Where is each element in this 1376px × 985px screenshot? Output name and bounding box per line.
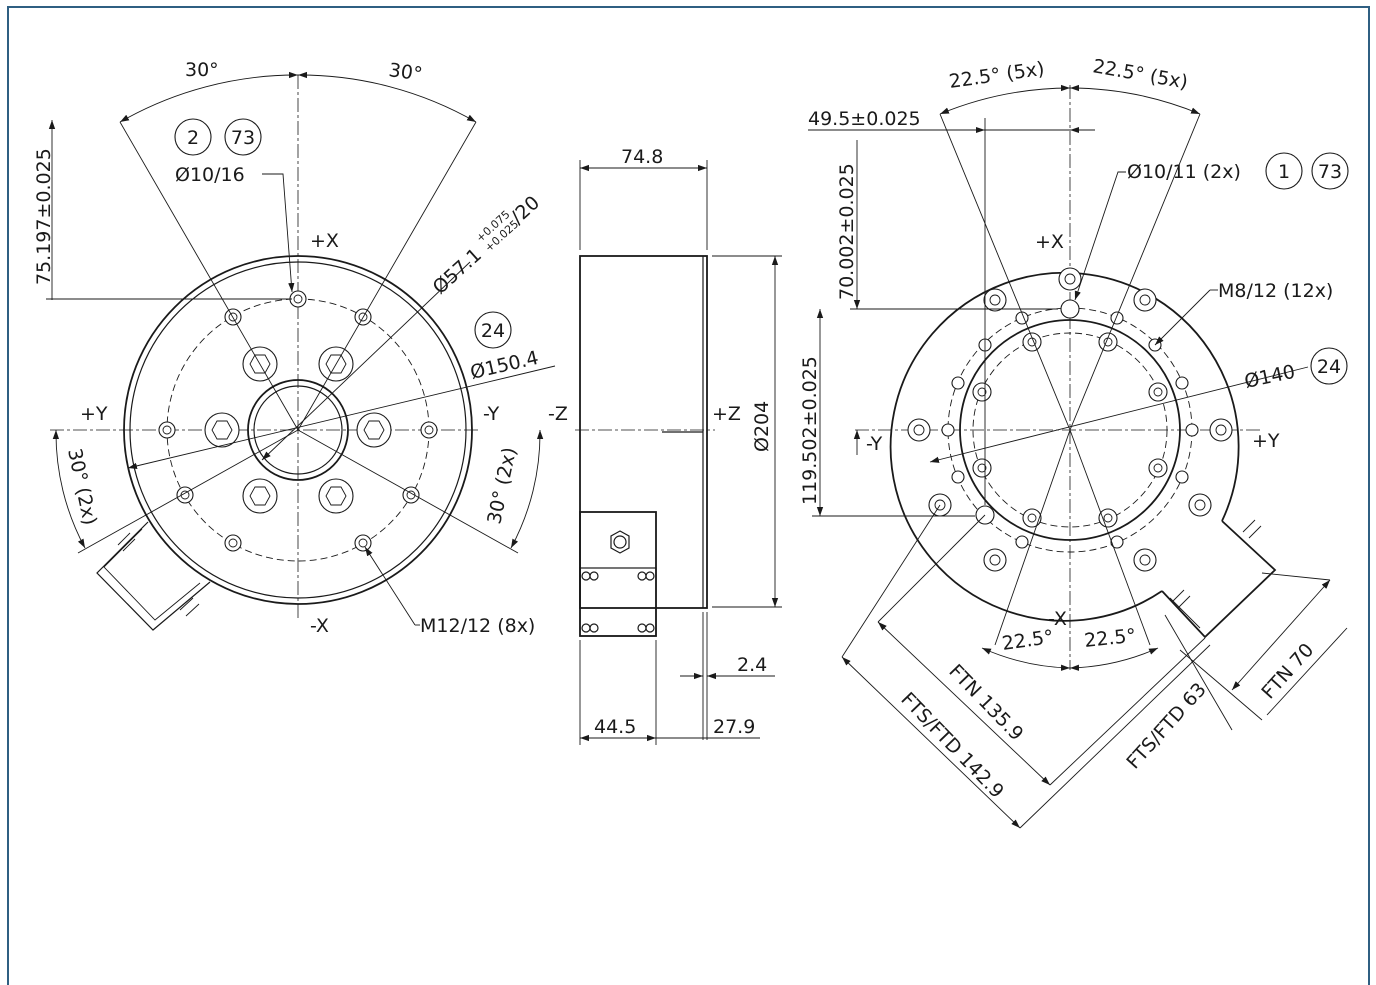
right-axis-pos-x: +X (1035, 231, 1064, 253)
right-angle-top-left: 22.5° (5x) (948, 58, 1046, 93)
right-bubble-73 (1311, 152, 1349, 190)
left-angle-bottom-right: 30° (2x) (483, 445, 521, 526)
right-angle-arc-right (1069, 84, 1201, 115)
right-angle-ext-left (939, 113, 1071, 431)
left-axis-neg-x: -X (310, 615, 329, 637)
left-thread-callout: M12/12 (8x) (420, 615, 535, 637)
right-hole-leader (1074, 171, 1126, 301)
right-axis-neg-x: -X (1048, 608, 1067, 630)
left-bubble-24-label: 24 (481, 320, 505, 342)
side-body (579, 255, 708, 609)
side-connector-nut-center (613, 535, 627, 549)
right-thread-callout: M8/12 (12x) (1218, 280, 1333, 302)
right-diameter-leader (929, 366, 1309, 463)
right-diameter: Ø140 (1242, 361, 1297, 393)
side-axis-neg-z: -Z (548, 403, 568, 425)
side-view: 74.8 -Z +Z Ø204 2.4 44.5 27.9 (548, 146, 782, 745)
right-bubble-24 (1310, 347, 1348, 385)
right-fts142-dim-line (841, 656, 1021, 829)
left-bubble-73-label: 73 (231, 127, 255, 149)
side-small-dim: 2.4 (737, 654, 767, 676)
right-bottom-angle-ext-left (994, 429, 1071, 646)
side-diameter: Ø204 (751, 401, 773, 452)
left-angle-bottom-right-ext (297, 429, 519, 554)
side-axis-pos-z: +Z (712, 403, 741, 425)
left-axis-pos-y: +Y (80, 403, 108, 425)
right-bubble-24-label: 24 (1317, 356, 1341, 378)
right-fts-ext-2 (841, 504, 941, 658)
side-connector-lower (579, 567, 657, 637)
side-connector (579, 511, 657, 637)
drawing-frame (7, 6, 1370, 985)
right-thread-leader (1154, 289, 1211, 346)
side-bottom-right: 27.9 (713, 716, 755, 738)
right-angle-top-right: 22.5° (5x) (1091, 55, 1189, 93)
right-fts-63: FTS/FTD 63 (1122, 679, 1210, 774)
left-axis-neg-y: -Y (483, 403, 500, 425)
right-bubble-1 (1265, 152, 1303, 190)
side-bottom-left: 44.5 (594, 716, 636, 738)
right-fts63-ext-a (1164, 614, 1233, 731)
right-vertical-short: 70.002±0.025 (836, 163, 858, 300)
left-angle-bottom-right-arc (510, 429, 544, 549)
left-angle-top-right: 30° (387, 59, 423, 85)
right-ftn70-ext-a (1261, 572, 1331, 581)
right-bottom-angle-ext-right (1069, 429, 1151, 646)
right-angle-arc-left (939, 84, 1071, 115)
left-angle-top-left: 30° (185, 59, 219, 81)
right-ftn-70: FTN 70 (1257, 639, 1318, 703)
right-offset-dim: 49.5±0.025 (808, 108, 921, 130)
right-vertical-long: 119.502±0.025 (799, 356, 821, 505)
right-angle-bottom-left: 22.5° (1001, 626, 1055, 655)
right-ftn70-dim-line (1231, 579, 1331, 691)
right-ftn135-ext (1049, 637, 1206, 786)
left-bolts (204, 346, 392, 514)
right-ftn70-ext-b (1266, 627, 1348, 716)
right-angle-bottom-right: 22.5° (1083, 625, 1137, 652)
right-fts-ext-1 (877, 514, 986, 623)
right-bottom-angle-arc-right (1069, 647, 1159, 671)
right-bolts (907, 267, 1233, 572)
side-connector-nut (610, 530, 630, 554)
left-bubble-24 (474, 311, 512, 349)
left-bubble-73 (224, 118, 262, 156)
left-connector-housing (96, 521, 211, 631)
right-angle-ext-right (1069, 113, 1201, 431)
right-axis-pos-y: +Y (1252, 430, 1280, 452)
left-angle-dimension-top (119, 71, 477, 431)
side-width-top: 74.8 (621, 146, 663, 168)
left-bore-diameter: Ø57.1 (429, 244, 486, 299)
right-ftn-135: FTN 135.9 (944, 660, 1027, 745)
left-axis-pos-x: +X (310, 230, 339, 252)
left-angle-bottom-left: 30° (2x) (63, 446, 101, 527)
right-fts142-ext (1019, 644, 1211, 829)
right-fts63-dim-line (1179, 649, 1263, 721)
right-hole-callout: Ø10/11 (2x) (1127, 161, 1241, 183)
left-hole-leader (262, 173, 295, 293)
left-hole-callout: Ø10/16 (175, 164, 245, 186)
right-body-outline (889, 271, 1240, 622)
right-bubble-1-label: 1 (1278, 161, 1290, 183)
left-diameter-leader (127, 365, 556, 469)
left-bore-leader (261, 261, 471, 461)
left-angle-bottom-left-arc (52, 429, 86, 549)
left-view: 30° 30° 2 73 Ø10/16 75.197±0.025 Ø57.1 +… (33, 59, 556, 637)
left-bubble-2 (174, 118, 212, 156)
left-thread-leader (364, 546, 416, 626)
left-bubble-2-label: 2 (187, 127, 199, 149)
right-axis-neg-y: -Y (866, 433, 883, 455)
left-vertical-dim: 75.197±0.025 (33, 148, 55, 285)
right-bubble-73-label: 73 (1318, 161, 1342, 183)
left-bore-callout: Ø57.1 +0.075 +0.025 /20 (429, 192, 544, 299)
right-connector-lug (1161, 520, 1277, 639)
right-view: 22.5° (5x) 22.5° (5x) 49.5±0.025 70.002±… (799, 55, 1349, 829)
left-angle-bottom-left-ext (77, 429, 299, 554)
